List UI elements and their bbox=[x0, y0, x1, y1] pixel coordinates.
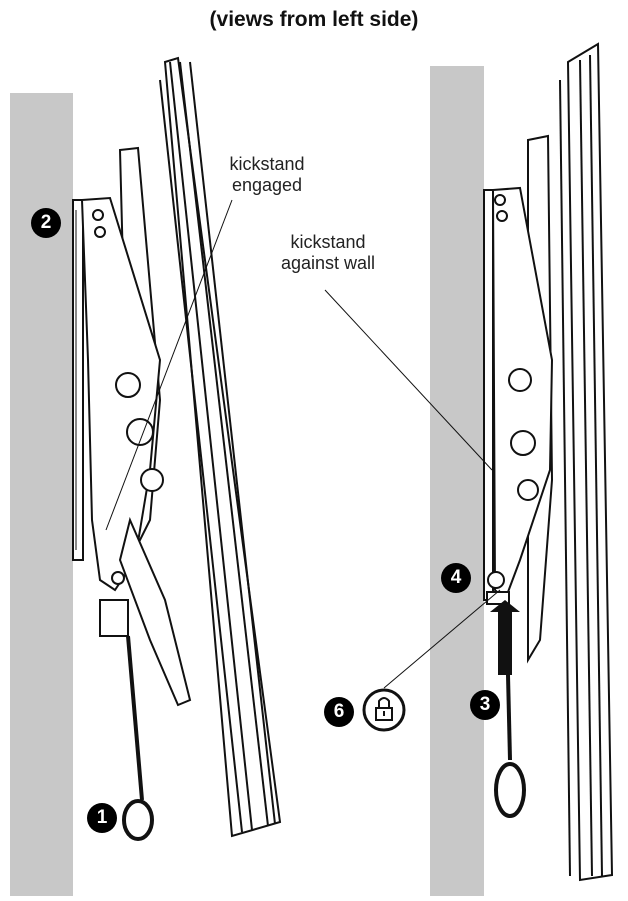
left-view bbox=[10, 56, 282, 896]
right-pull-cord bbox=[506, 674, 512, 761]
callout-kickstand-engaged: kickstand engaged bbox=[212, 154, 322, 196]
pull-ring-icon[interactable] bbox=[494, 762, 526, 818]
left-bracket bbox=[80, 146, 192, 707]
left-lock-tab bbox=[99, 599, 129, 637]
step-badge-2: 2 bbox=[31, 208, 61, 238]
right-view bbox=[324, 42, 614, 896]
right-tv-panel bbox=[559, 42, 614, 882]
callout-engaged-line1: kickstand bbox=[229, 154, 305, 174]
left-pull-cord bbox=[126, 635, 144, 801]
step-badge-3: 3 bbox=[470, 690, 500, 720]
against-wall-leader bbox=[324, 289, 493, 471]
left-wall-plate bbox=[72, 199, 84, 561]
step-badge-6: 6 bbox=[324, 697, 354, 727]
callout-wall-line1: kickstand bbox=[290, 232, 366, 252]
engaged-leader bbox=[105, 199, 233, 531]
left-tv-panel bbox=[159, 56, 282, 838]
right-wall bbox=[430, 66, 484, 896]
callout-kickstand-against-wall: kickstand against wall bbox=[258, 232, 398, 274]
padlock-icon bbox=[375, 697, 393, 721]
pull-ring-icon[interactable] bbox=[122, 799, 154, 841]
lock-leader bbox=[383, 589, 501, 689]
callout-engaged-line2: engaged bbox=[231, 175, 303, 195]
callout-wall-line2: against wall bbox=[280, 253, 376, 273]
step-badge-4: 4 bbox=[441, 563, 471, 593]
right-wall-plate bbox=[483, 189, 494, 601]
step-badge-1: 1 bbox=[87, 803, 117, 833]
up-arrow-icon bbox=[490, 600, 520, 675]
right-bracket bbox=[487, 134, 554, 664]
page-title: (views from left side) bbox=[209, 8, 419, 31]
